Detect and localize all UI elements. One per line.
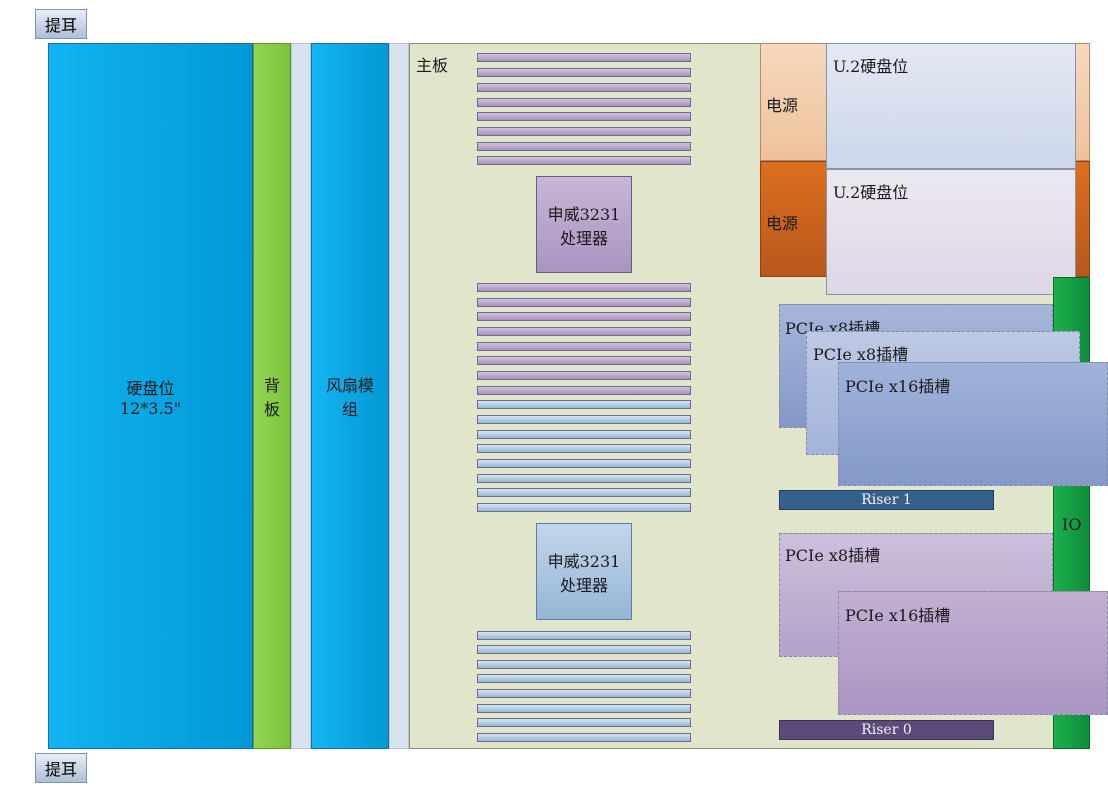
memory-slot (477, 156, 691, 165)
cpu-1-model: 申威3231 (547, 204, 621, 224)
pcie-x16-slot: PCIe x16插槽 (838, 362, 1108, 486)
fan-module-label-line2: 组 (341, 400, 358, 419)
cpu-1-type: 处理器 (559, 228, 608, 248)
top-handle-ear: 提耳 (35, 9, 87, 39)
fan-module: 风扇模 组 (311, 43, 389, 749)
pcie-slot-label: PCIe x16插槽 (845, 606, 951, 625)
backplane-label-line1: 背 (263, 376, 280, 395)
bottom-handle-ear-label: 提耳 (44, 760, 77, 779)
drive-bay-title: 硬盘位 (126, 378, 175, 398)
memory-slot (477, 312, 691, 321)
memory-slot (477, 503, 691, 512)
top-handle-ear-label: 提耳 (44, 16, 77, 35)
spacer-strip (291, 43, 311, 749)
memory-slot (477, 631, 691, 640)
riser-1-label: Riser 1 (861, 492, 912, 508)
memory-slot (477, 327, 691, 336)
memory-slot (477, 660, 691, 669)
memory-slot (477, 645, 691, 654)
memory-slot (477, 444, 691, 453)
memory-slot (477, 733, 691, 742)
memory-slot (477, 68, 691, 77)
memory-slot (477, 704, 691, 713)
drive-bay-capacity: 12*3.5" (119, 398, 182, 418)
memory-slot (477, 474, 691, 483)
memory-slot (477, 127, 691, 136)
spacer-strip (389, 43, 409, 749)
riser-0: Riser 0 (779, 720, 994, 740)
memory-slot (477, 112, 691, 121)
mainboard-label: 主板 (416, 56, 449, 75)
backplane: 背 板 (253, 43, 291, 749)
fan-module-label-line1: 风扇模 (325, 376, 374, 395)
memory-slot (477, 298, 691, 307)
cpu-2-model: 申威3231 (547, 551, 621, 571)
cpu-2-type: 处理器 (559, 575, 608, 595)
u2-drive-bay-1-label: U.2硬盘位 (833, 57, 909, 76)
memory-slot (477, 371, 691, 380)
pcie-slot-label: PCIe x16插槽 (845, 377, 951, 396)
memory-slot (477, 53, 691, 62)
memory-slot (477, 430, 691, 439)
cpu-1: 申威3231 处理器 (536, 176, 632, 273)
io-label: IO (1062, 515, 1082, 534)
memory-slot (477, 400, 691, 409)
memory-slot (477, 98, 691, 107)
memory-slot (477, 674, 691, 683)
u2-drive-bay-2-label: U.2硬盘位 (833, 183, 909, 202)
u2-drive-bay-1: U.2硬盘位 (826, 43, 1076, 169)
power-supply-1-label: 电源 (766, 96, 799, 115)
memory-slot (477, 283, 691, 292)
memory-slot (477, 386, 691, 395)
memory-slot (477, 356, 691, 365)
u2-drive-bay-2: U.2硬盘位 (826, 169, 1076, 295)
memory-slot (477, 459, 691, 468)
pcie-slot-label: PCIe x8插槽 (813, 345, 909, 364)
backplane-label-line2: 板 (263, 400, 280, 419)
memory-slot (477, 142, 691, 151)
pcie-x16-slot: PCIe x16插槽 (838, 591, 1108, 715)
memory-slot (477, 689, 691, 698)
drive-bay: 硬盘位 12*3.5" (48, 43, 253, 749)
pcie-slot-label: PCIe x8插槽 (785, 546, 881, 565)
bottom-handle-ear: 提耳 (35, 753, 87, 783)
memory-slot (477, 83, 691, 92)
memory-slot (477, 488, 691, 497)
memory-slot (477, 415, 691, 424)
riser-0-label: Riser 0 (861, 722, 912, 738)
memory-slot (477, 718, 691, 727)
cpu-2: 申威3231 处理器 (536, 523, 632, 620)
riser-1: Riser 1 (779, 490, 994, 510)
memory-slot (477, 342, 691, 351)
power-supply-2-label: 电源 (766, 214, 799, 233)
